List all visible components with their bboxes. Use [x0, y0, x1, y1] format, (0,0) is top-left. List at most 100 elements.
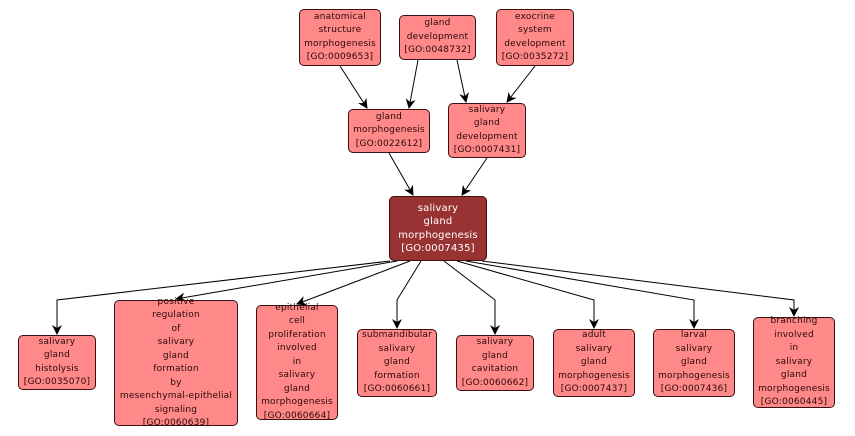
- go-term-id: [GO:0007436]: [660, 384, 728, 395]
- go-term-node-go0060445[interactable]: branching involved in salivary gland morphoge…: [753, 316, 835, 408]
- go-term-label-line: involved: [277, 343, 317, 354]
- go-term-label-line: epithelial: [275, 302, 319, 313]
- edge-GO0035272-to-GO0007431: [506, 65, 536, 103]
- go-term-label-line: gland: [680, 357, 708, 368]
- edge-GO0009653-to-GO0022612: [339, 65, 368, 109]
- go-term-label-line: mesenchymal-epithelial: [119, 391, 233, 401]
- go-term-label-line: gland: [43, 350, 71, 360]
- go-term-label-line: of: [171, 323, 181, 334]
- go-term-node-go0048732[interactable]: gland development [GO:0048732]: [399, 15, 476, 60]
- go-term-label-line: positive: [157, 296, 195, 307]
- go-term-label-line: salivary: [157, 337, 195, 347]
- go-term-label-line: morphogenesis: [558, 370, 630, 381]
- go-term-label-line: larval: [680, 330, 708, 341]
- go-term-id: [GO:0007435]: [401, 243, 475, 254]
- go-term-label-line: submandibular: [361, 330, 433, 341]
- edge-GO0007435-to-GO0007436: [465, 260, 699, 329]
- go-term-label-line: anatomical: [313, 11, 366, 22]
- go-term-node-go0007431[interactable]: salivary gland development [GO:0007431]: [448, 103, 526, 158]
- go-term-label-line: gland: [383, 357, 411, 368]
- go-term-label-line: gland: [283, 383, 311, 394]
- go-term-label-line: adult: [582, 330, 606, 341]
- edge-GO0048732-to-GO0022612: [405, 59, 419, 109]
- go-term-label-line: gland: [375, 111, 403, 122]
- go-term-node-go0035070[interactable]: salivary gland histolysis [GO:0035070]: [18, 335, 96, 390]
- go-term-id: [GO:0007437]: [560, 384, 628, 395]
- go-term-node-go0060661[interactable]: submandibular salivary gland formation [GO:0…: [357, 329, 437, 397]
- go-term-node-go0009653[interactable]: anatomical structure morphogenesis [GO:0009…: [299, 9, 381, 66]
- go-term-label-line: in: [292, 356, 302, 367]
- go-term-id: [GO:0048732]: [404, 45, 471, 56]
- go-term-label-line: gland: [580, 357, 608, 368]
- edge-GO0007435-to-GO0060661: [392, 260, 422, 329]
- go-term-label-line: salivary: [278, 370, 316, 381]
- go-term-label-line: morphogenesis: [304, 38, 376, 49]
- go-term-label-line: branching: [770, 316, 818, 327]
- go-term-node-go0060664[interactable]: epithelial cell proliferation involved in sal…: [256, 302, 338, 421]
- go-term-label-line: formation: [153, 364, 199, 374]
- go-term-label-line: structure: [318, 25, 362, 35]
- go-term-label-line: gland: [780, 370, 808, 381]
- edge-GO0007431-to-GO0007435: [461, 157, 488, 196]
- go-term-label-line: salivary: [775, 356, 813, 367]
- edge-GO0007435-to-GO0007437: [456, 260, 599, 329]
- go-term-id: [GO:0060445]: [760, 397, 828, 408]
- go-term-label-line: salivary: [378, 343, 416, 354]
- go-term-label-line: signaling: [154, 404, 198, 415]
- go-term-label-line: development: [504, 38, 566, 49]
- go-term-label-line: system: [518, 25, 552, 35]
- go-term-id: [GO:0022612]: [355, 138, 423, 149]
- go-term-id: [GO:0035272]: [501, 52, 569, 62]
- go-term-label-line: cell: [288, 316, 306, 327]
- go-term-label-line: morphogenesis: [758, 383, 830, 394]
- edge-GO0022612-to-GO0007435: [388, 152, 414, 196]
- go-term-node-go0060662[interactable]: salivary gland cavitation [GO:0060662]: [456, 335, 534, 391]
- go-term-label-line: histolysis: [35, 363, 79, 374]
- go-term-node-go0035272[interactable]: exocrine system development [GO:0035272]: [496, 9, 574, 66]
- go-term-label-line: in: [789, 343, 799, 354]
- go-term-label-line: salivary: [675, 343, 713, 354]
- go-term-label-line: exocrine: [515, 11, 555, 22]
- go-term-label-line: salivary: [468, 104, 506, 115]
- edge-GO0007435-to-GO0035070: [52, 260, 391, 335]
- go-term-label-line: salivary: [476, 337, 514, 347]
- go-term-label-line: involved: [774, 329, 814, 340]
- go-term-label-line: development: [456, 131, 518, 142]
- go-term-label-line: salivary: [38, 336, 76, 347]
- go-term-label-line: salivary: [575, 343, 613, 354]
- go-term-label-line: gland: [423, 216, 453, 227]
- go-term-node-go0060639[interactable]: positive regulation of salivary gland formati…: [114, 297, 238, 428]
- go-term-id: [GO:0009653]: [306, 52, 374, 62]
- go-term-label-line: formation: [374, 370, 420, 381]
- go-term-label-line: by: [170, 377, 182, 388]
- edge-GO0048732-to-GO0007431: [456, 59, 470, 103]
- go-term-node-go0007436[interactable]: larval salivary gland morphogenesis [GO:0007…: [653, 329, 735, 397]
- go-term-label-line: morphogenesis: [353, 125, 425, 136]
- edge-GO0007435-to-GO0060662: [443, 260, 500, 335]
- go-term-label-line: gland: [473, 118, 501, 128]
- go-term-label-line: gland: [162, 350, 190, 361]
- edge-GO0007435-to-GO0060664: [296, 260, 411, 306]
- go-term-id: [GO:0060661]: [363, 384, 431, 395]
- go-term-node-go0022612[interactable]: gland morphogenesis [GO:0022612]: [348, 109, 430, 153]
- go-term-label-line: gland: [481, 350, 509, 361]
- go-term-label-line: morphogenesis: [398, 229, 478, 241]
- go-term-label-line: salivary: [417, 202, 459, 214]
- go-term-id: [GO:0060664]: [263, 410, 331, 421]
- go-term-label-line: regulation: [152, 310, 200, 320]
- edge-GO0007435-to-GO0060639: [175, 260, 398, 303]
- go-term-node-go0007437[interactable]: adult salivary gland morphogenesis [GO:00074…: [553, 329, 635, 397]
- go-term-id: [GO:0035070]: [23, 377, 91, 387]
- go-term-node-go0007435[interactable]: salivary gland morphogenesis [GO:0007435]: [389, 196, 487, 261]
- go-term-label-line: gland: [424, 18, 451, 29]
- go-term-label-line: development: [406, 31, 469, 42]
- go-term-id: [GO:0060639]: [142, 418, 210, 428]
- go-term-label-line: proliferation: [268, 329, 326, 340]
- go-term-id: [GO:0060662]: [461, 377, 529, 388]
- go-term-label-line: cavitation: [471, 364, 519, 374]
- go-term-label-line: morphogenesis: [658, 370, 730, 381]
- go-term-label-line: morphogenesis: [261, 397, 333, 408]
- go-term-id: [GO:0007431]: [453, 145, 521, 155]
